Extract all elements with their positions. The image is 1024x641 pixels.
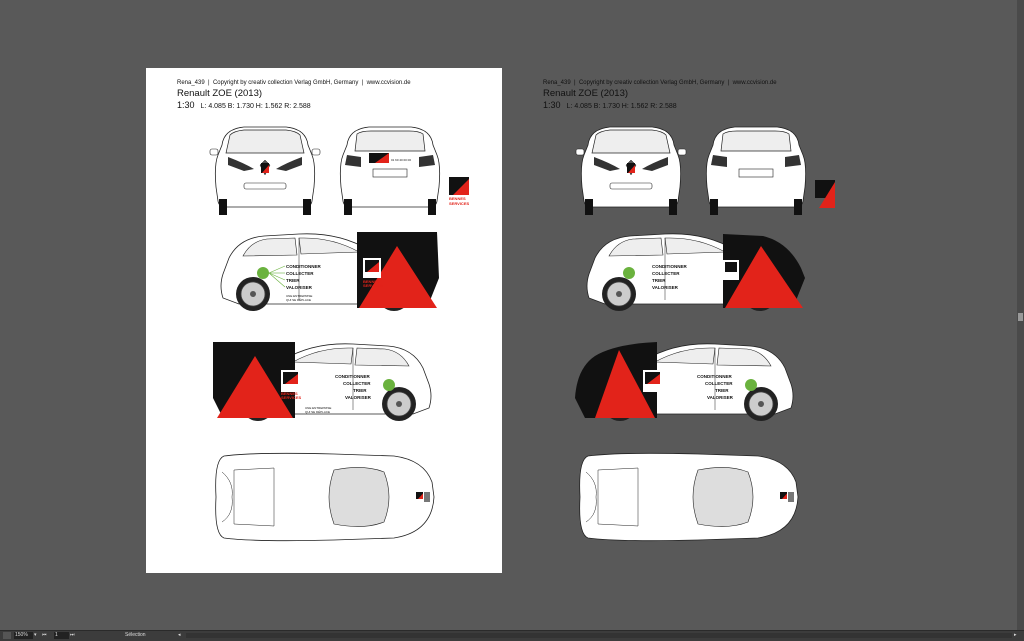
p-service-1: CONDITIONNER	[652, 264, 688, 269]
last-page-icon[interactable]: ⏭	[70, 632, 75, 638]
side-brand-2: SERVICES	[363, 283, 383, 288]
artboard-caption-preview: Rena_439 | Copyright by creativ collecti…	[543, 80, 777, 86]
front-view-preview	[575, 126, 687, 216]
p-service-3: TRIER	[652, 278, 666, 283]
side2-brand-2: SERVICES	[281, 395, 301, 400]
scroll-right-icon[interactable]: ▸	[1014, 632, 1017, 638]
rear-view-original: 01 60 40 00 00	[339, 126, 441, 216]
vertical-scrollbar[interactable]	[1017, 0, 1024, 631]
p2-service-4: VALORISER	[707, 395, 734, 400]
rear-phone: 01 60 40 00 00	[391, 158, 411, 162]
scroll-left-icon[interactable]: ◂	[178, 632, 181, 638]
vehicle-title-preview: Renault ZOE (2013)	[543, 88, 629, 99]
side-view-right-original: BENNES SERVICES CONDITIONNER COLLECTER T…	[220, 232, 439, 312]
vehicle-title: Renault ZOE (2013)	[177, 88, 263, 99]
brand-logo-preview	[815, 180, 835, 208]
service2-4: VALORISER	[345, 395, 372, 400]
top-view-preview	[579, 452, 799, 542]
horizontal-scrollbar[interactable]	[186, 633, 1012, 638]
brand-logo-original: BENNES SERVICES	[449, 177, 469, 206]
brand-logo-text1: BENNES	[449, 196, 466, 201]
p2-service-3: TRIER	[715, 388, 729, 393]
top-view-original	[215, 452, 435, 542]
side-view-right-preview: CONDITIONNER COLLECTER TRIER VALORISER	[586, 233, 805, 312]
service2-1: CONDITIONNER	[335, 374, 371, 379]
service-4: VALORISER	[286, 285, 313, 290]
p-service-2: COLLECTER	[652, 271, 680, 276]
side2-brand-1: BENNES	[281, 391, 298, 396]
zoom-field[interactable]: 150%	[14, 632, 33, 639]
page-field[interactable]: 1	[54, 632, 69, 639]
side-view-left-original: BENNES SERVICES CONDITIONNER COLLECTER T…	[213, 342, 432, 422]
service-3: TRIER	[286, 278, 300, 283]
scroll-thumb[interactable]	[1018, 313, 1023, 321]
tagline-1: UNE ENTREPRISE	[286, 294, 312, 298]
p-service-4: VALORISER	[652, 285, 679, 290]
zoom-dropdown-icon[interactable]: ▾	[34, 632, 37, 638]
p2-service-1: CONDITIONNER	[697, 374, 733, 379]
side-brand-1: BENNES	[363, 279, 380, 284]
first-page-icon[interactable]: ⏮	[42, 632, 47, 638]
status-bar: 150% ▾ ⏮ 1 ⏭ Sélection ◂ ▸	[0, 630, 1024, 641]
side-view-left-preview: CONDITIONNER COLLECTER TRIER VALORISER	[575, 342, 794, 422]
service2-3: TRIER	[353, 388, 367, 393]
front-view-original	[209, 126, 321, 216]
status-selection: Sélection	[125, 632, 146, 638]
artboard-caption: Rena_439 | Copyright by creativ collecti…	[177, 80, 411, 86]
service-2: COLLECTER	[286, 271, 314, 276]
service2-2: COLLECTER	[343, 381, 371, 386]
rear-view-preview	[705, 126, 807, 216]
service-1: CONDITIONNER	[286, 264, 322, 269]
p2-service-2: COLLECTER	[705, 381, 733, 386]
tagline2-1: UNE ENTREPRISE	[305, 406, 331, 410]
tagline2-2: QUI SE DÉPLACE	[305, 409, 330, 414]
tagline-2: QUI SE DÉPLACE	[286, 297, 311, 302]
artboard-nav-icon[interactable]	[3, 632, 11, 639]
brand-logo-text2: SERVICES	[449, 201, 469, 206]
